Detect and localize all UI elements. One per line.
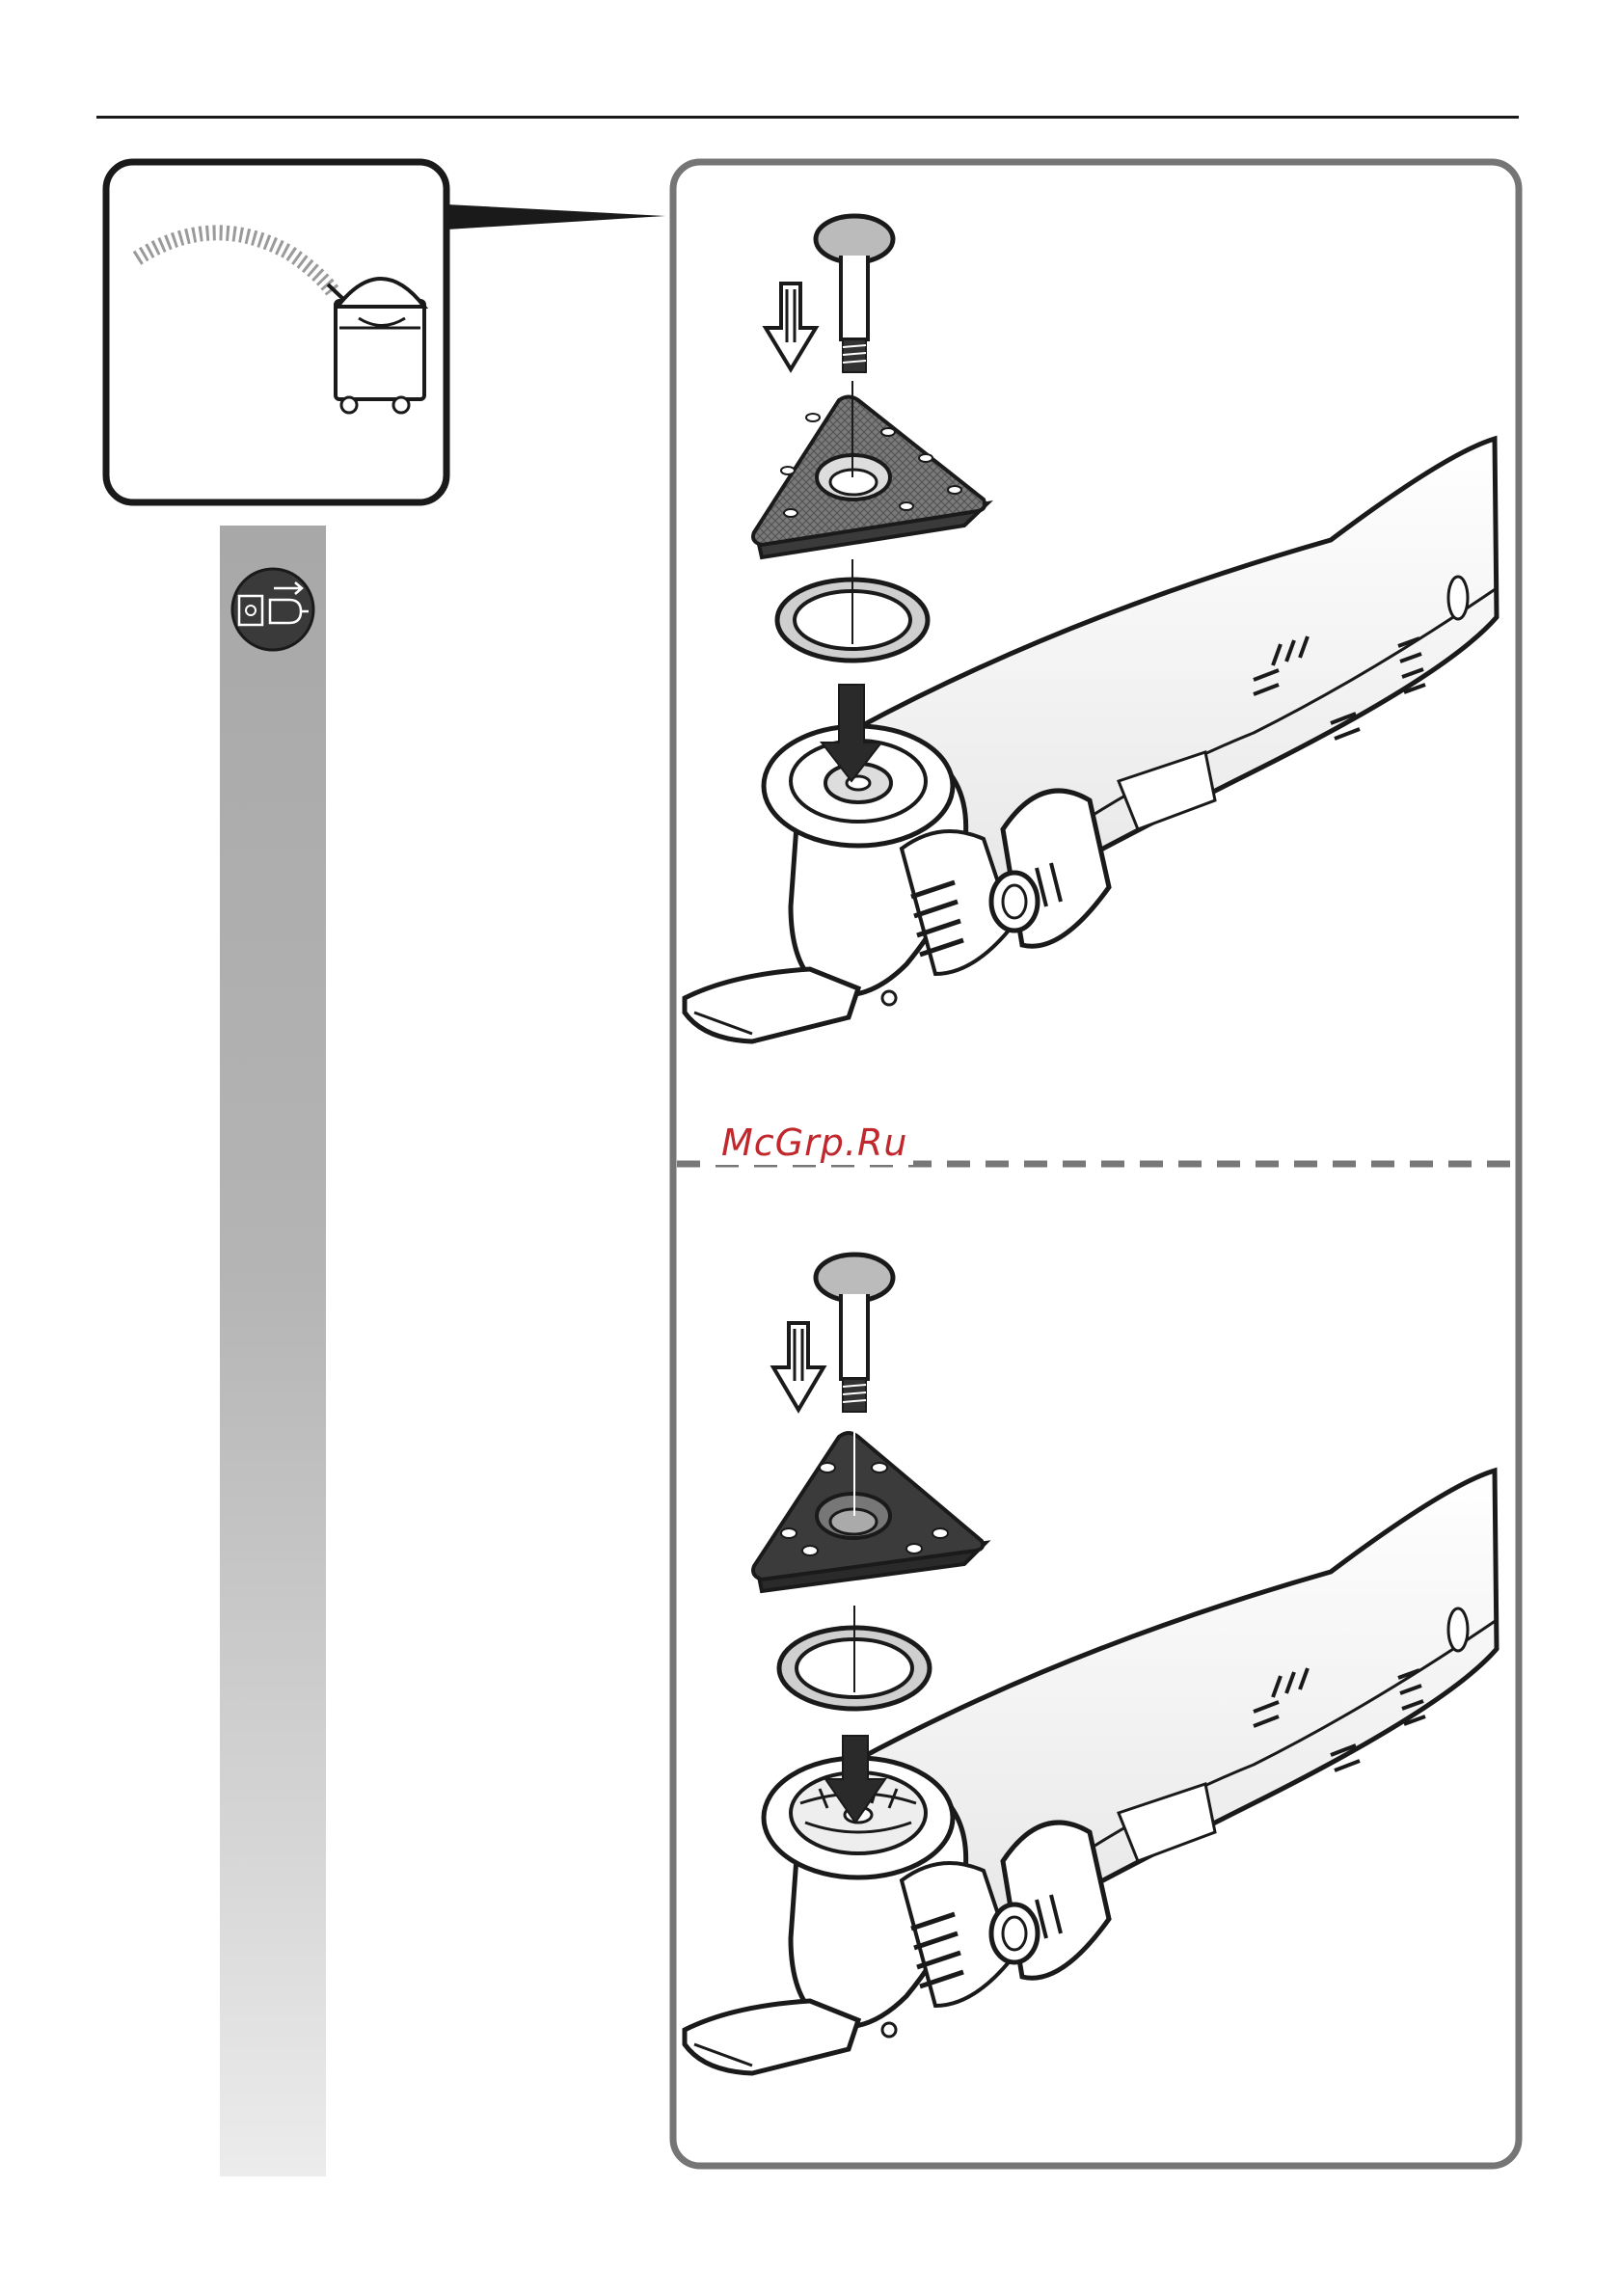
fixing-screw bbox=[816, 216, 893, 372]
mesh-sanding-pad bbox=[753, 381, 987, 557]
insert-arrow-icon bbox=[766, 284, 816, 369]
adapter-ring bbox=[777, 559, 928, 661]
adapter-ring bbox=[779, 1606, 930, 1709]
hard-sanding-pad bbox=[753, 1422, 986, 1591]
unplug-power-icon bbox=[232, 569, 313, 650]
vacuum-callout bbox=[106, 162, 665, 502]
hard-pad-step bbox=[685, 1255, 1497, 2073]
watermark-text: McGrp.Ru bbox=[716, 1121, 913, 1165]
insert-arrow-icon bbox=[773, 1323, 824, 1410]
mesh-pad-step bbox=[685, 216, 1497, 1041]
fixing-screw bbox=[816, 1255, 893, 1412]
